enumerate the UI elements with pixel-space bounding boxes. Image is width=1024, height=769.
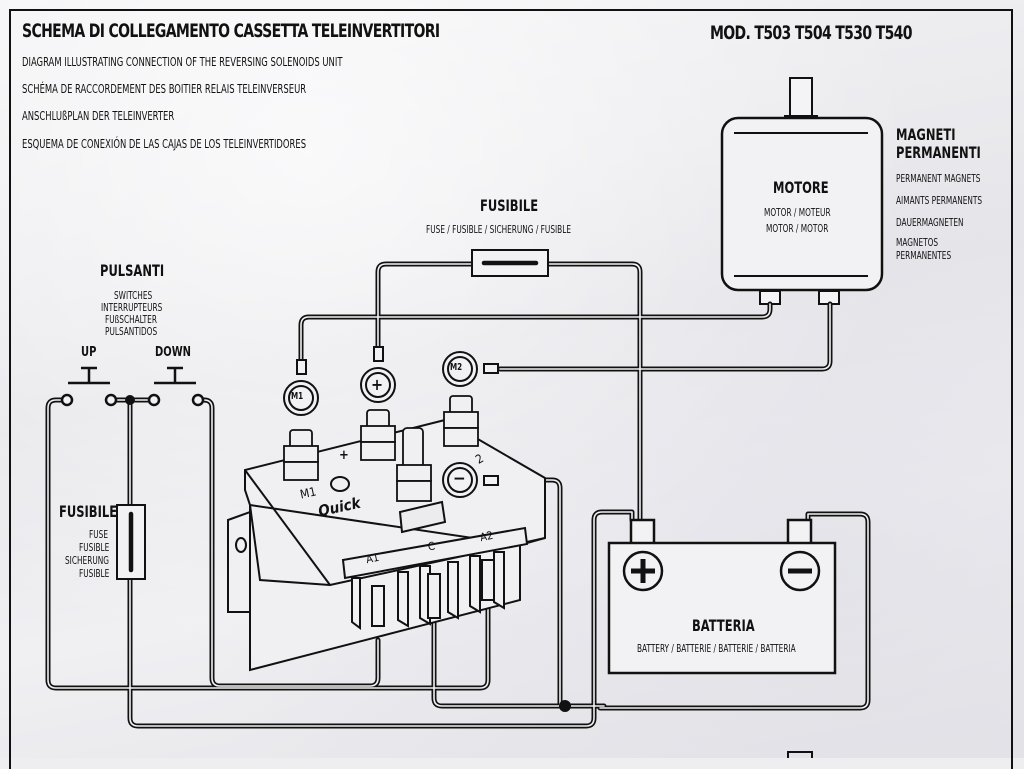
terminal-m1-label: M1 — [291, 391, 304, 402]
magnets-es-1: MAGNETOS — [896, 237, 939, 249]
switch-up — [60, 366, 118, 407]
magnets-es-2: PERMANENTES — [896, 250, 952, 262]
switches-fr: INTERRUPTEURS — [101, 302, 163, 314]
plug-c — [427, 573, 441, 619]
magnets-title-2: PERMANENTI — [896, 143, 981, 162]
fuse-left-de: SICHERUNG — [65, 555, 109, 567]
battery — [607, 518, 837, 675]
connector-pin — [351, 577, 361, 630]
magnets-title-1: MAGNETI — [896, 125, 956, 144]
ring-terminal-m2 — [442, 351, 499, 387]
connector-label-a2: A2 — [478, 528, 495, 545]
terminal-stud-plus — [360, 409, 396, 461]
switches-es: PULSANTIDOS — [105, 326, 158, 338]
fuse-left-fr: FUSIBLE — [79, 542, 110, 554]
battery-post-minus — [786, 518, 813, 546]
ring-terminal-minus — [442, 462, 499, 498]
diagram-frame — [9, 9, 1013, 769]
fuse-left-title: FUSIBILE — [59, 502, 118, 521]
partial-component-bottom — [787, 751, 813, 758]
terminal-plus-label: + — [371, 375, 384, 394]
indicator-button — [330, 476, 350, 492]
fuse-top-title: FUSIBILE — [480, 196, 539, 215]
subtitle-es: ESQUEMA DE CONEXIÓN DE LAS CAJAS DE LOS … — [22, 137, 307, 151]
switch-down — [147, 366, 205, 407]
connector-bar — [341, 526, 529, 580]
solenoid-unit — [227, 418, 546, 672]
fuse-top — [471, 249, 549, 277]
switch-down-label: DOWN — [155, 345, 192, 360]
diagram-title: SCHEMA DI COLLEGAMENTO CASSETTA TELEINVE… — [22, 20, 440, 42]
motor-title: MOTORE — [772, 178, 829, 197]
fuse-top-translations: FUSE / FUSIBLE / SICHERUNG / FUSIBLE — [426, 224, 571, 236]
plug-a1 — [371, 585, 385, 627]
wire-fuse-to-battery-plus — [545, 261, 643, 523]
box-plus-label: + — [339, 448, 349, 463]
fuse-left-en: FUSE — [89, 529, 108, 541]
connector-pin — [397, 571, 409, 628]
terminal-stud-m2 — [443, 395, 479, 447]
model-numbers: MOD. T503 T504 T530 T540 — [710, 22, 913, 44]
motor-translation-1: MOTOR / MOTEUR — [764, 207, 831, 219]
battery-post-plus — [629, 518, 656, 546]
switches-en: SWITCHES — [114, 290, 153, 302]
junction-dot-ground — [559, 700, 571, 712]
magnets-en: PERMANENT MAGNETS — [896, 173, 981, 185]
plug-a2 — [481, 559, 495, 601]
terminal-m2-label: M2 — [450, 362, 463, 373]
motor-translation-2: MOTOR / MOTOR — [766, 223, 829, 235]
ring-terminal-plus — [360, 346, 396, 403]
wire-plus-to-fuse — [375, 261, 475, 353]
subtitle-en: DIAGRAM ILLUSTRATING CONNECTION OF THE R… — [22, 55, 343, 69]
subtitle-de: ANSCHLUßPLAN DER TELEINVERTER — [22, 109, 175, 123]
fuse-left-es: FUSIBLE — [79, 568, 110, 580]
battery-title: BATTERIA — [692, 616, 755, 635]
magnets-de: DAUERMAGNETEN — [896, 217, 964, 229]
wires-inner — [47, 263, 869, 727]
connector-pin — [469, 555, 481, 614]
switches-de: FUßSCHALTER — [105, 314, 157, 326]
motor-body — [720, 116, 884, 292]
ring-terminal-m1 — [283, 359, 319, 416]
battery-translations: BATTERY / BATTERIE / BATTERIE / BATTERIA — [637, 643, 796, 655]
wire-c-to-junction — [431, 617, 607, 709]
motor-shaft — [789, 77, 813, 119]
terminal-stud-m1 — [283, 429, 319, 481]
terminal-stud-center — [396, 427, 432, 502]
motor — [720, 77, 884, 305]
fuse-left — [116, 504, 146, 580]
connector-pin — [493, 551, 505, 610]
switch-up-label: UP — [81, 345, 97, 360]
mounting-flange — [227, 510, 251, 613]
magnets-fr: AIMANTS PERMANENTS — [896, 195, 983, 207]
connector-pin — [447, 561, 459, 620]
battery-symbols — [631, 559, 812, 583]
mounting-hole — [235, 537, 247, 553]
subtitle-fr: SCHÉMA DE RACCORDEMENT DES BOITIER RELAI… — [22, 82, 307, 96]
connector-label-a1: A1 — [364, 550, 381, 567]
junction-dot-switches — [125, 395, 135, 405]
wire-m1-to-motor — [298, 301, 773, 363]
wire-m2-to-motor — [497, 301, 833, 372]
switches-title: PULSANTI — [100, 261, 165, 280]
terminal-minus-label: − — [453, 469, 466, 489]
